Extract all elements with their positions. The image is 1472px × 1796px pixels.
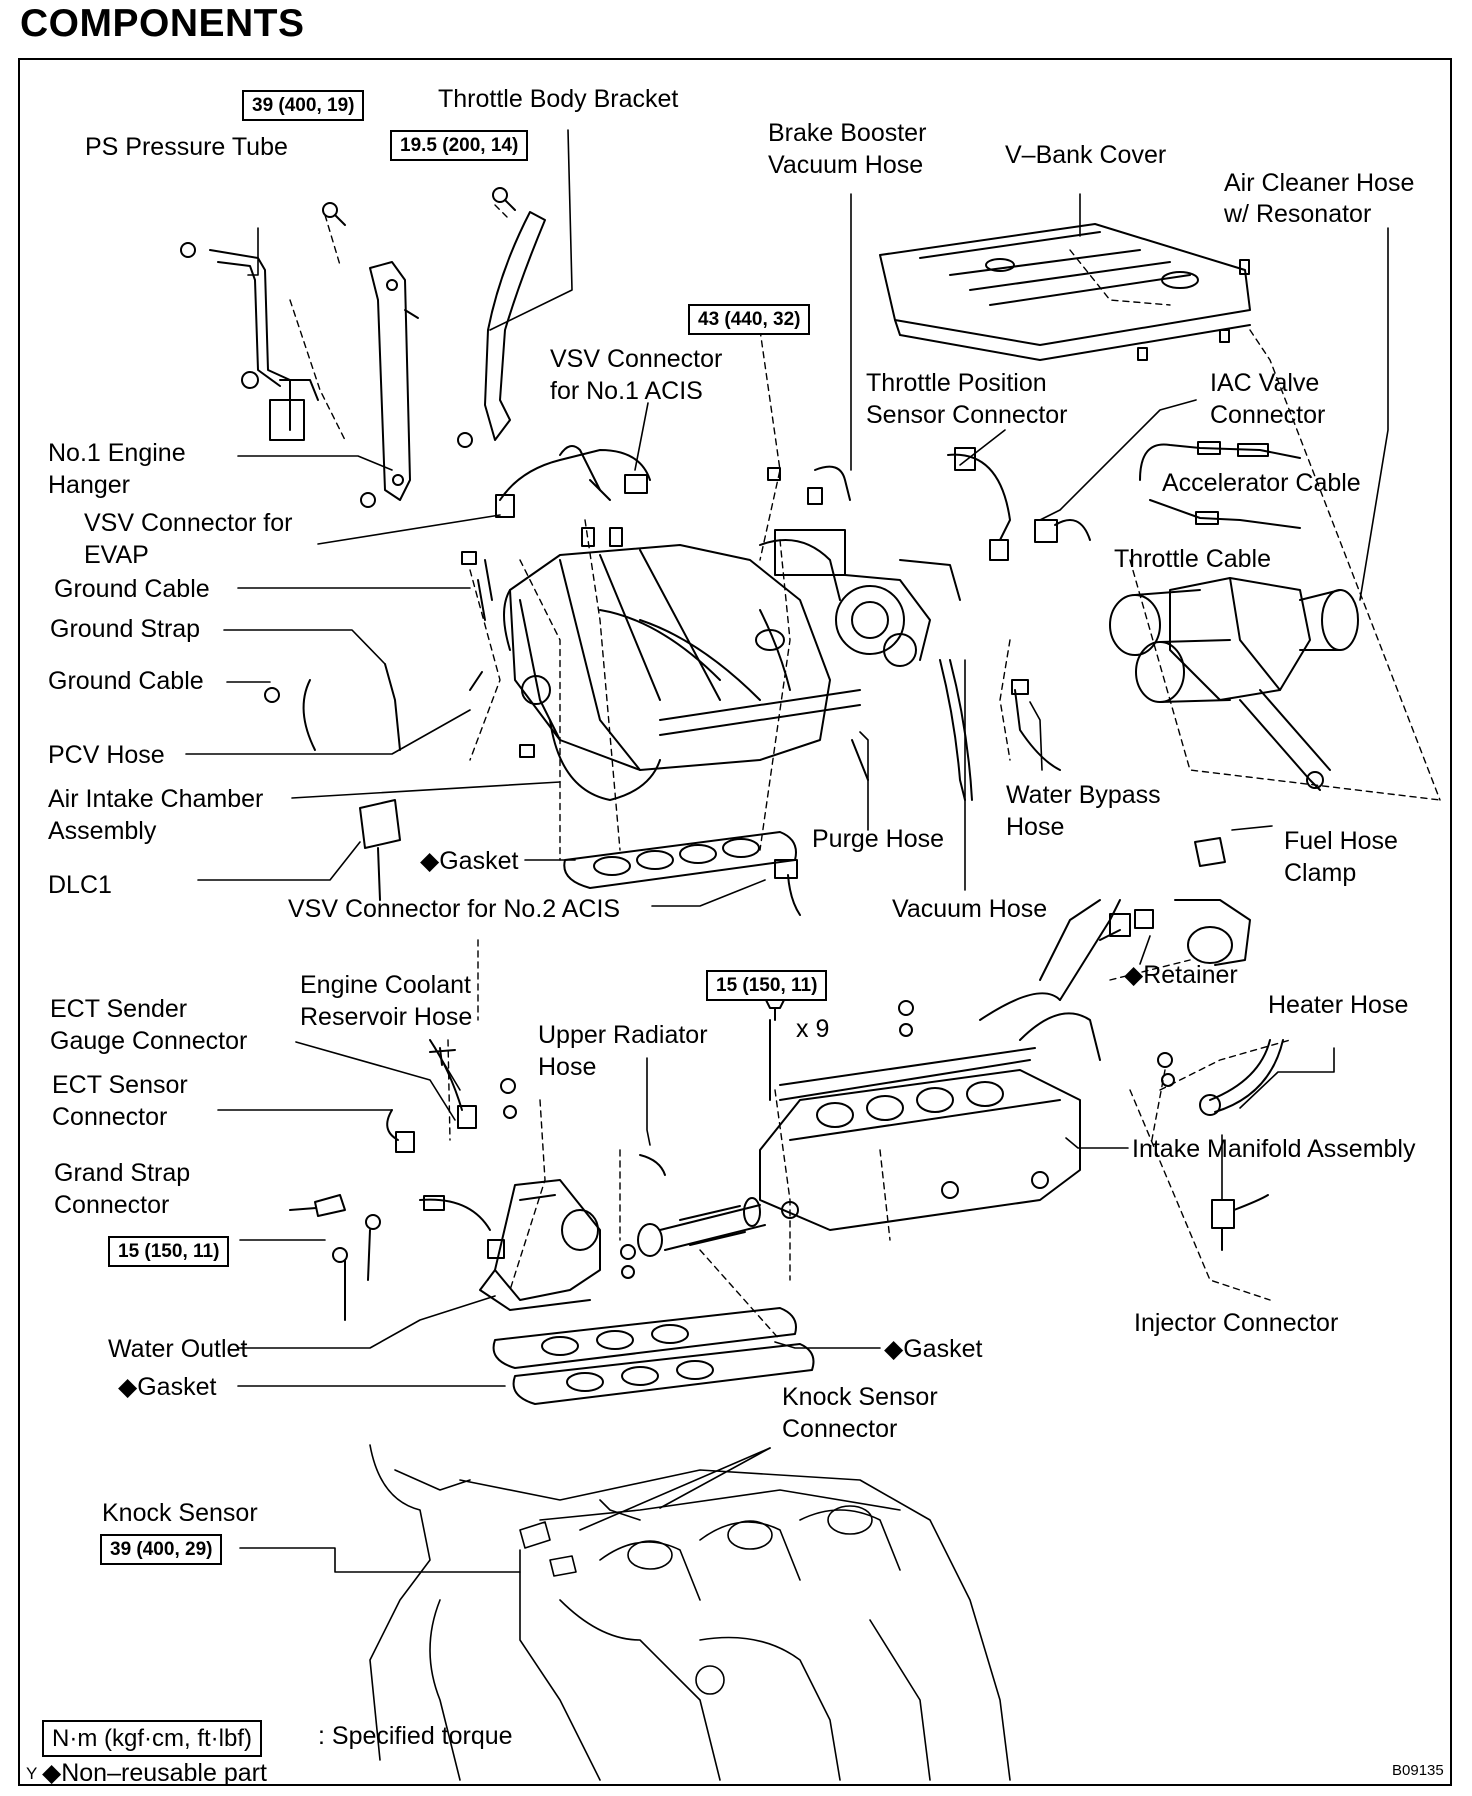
- label-no1-engine-hanger-1: No.1 Engine: [48, 439, 186, 467]
- figure-code: B09135: [1392, 1762, 1444, 1779]
- label-ps-pressure-tube: PS Pressure Tube: [85, 133, 288, 161]
- label-air-cleaner-hose-1: Air Cleaner Hose: [1224, 169, 1415, 197]
- ground-parts-drawing: [264, 579, 486, 751]
- label-ground-cable-top: Ground Cable: [54, 575, 210, 603]
- label-v-bank-cover: V–Bank Cover: [1005, 141, 1167, 169]
- bolts-lower-drawing: [332, 1000, 1175, 1321]
- label-throttle-cable: Throttle Cable: [1114, 545, 1272, 573]
- torque-box-water-outlet: 15 (150, 11): [108, 1236, 230, 1267]
- label-ect-sensor-1: ECT Sensor: [52, 1071, 188, 1099]
- engine-hanger-drawing: [322, 202, 419, 508]
- label-ground-cable-lower: Ground Cable: [48, 667, 204, 695]
- label-vacuum-hose: Vacuum Hose: [892, 895, 1048, 923]
- label-gasket-left: ◆Gasket: [118, 1373, 217, 1401]
- label-coolant-reservoir-2: Reservoir Hose: [300, 1003, 473, 1031]
- label-retainer: ◆Retainer: [1124, 961, 1238, 989]
- label-vsv-no1-acis-1: VSV Connector: [550, 345, 723, 373]
- label-tps-connector-2: Sensor Connector: [866, 401, 1068, 429]
- label-accelerator-cable: Accelerator Cable: [1162, 469, 1361, 497]
- label-knock-sensor: Knock Sensor: [102, 1499, 258, 1527]
- label-ect-sensor-2: Connector: [52, 1103, 168, 1131]
- legend-unit-box: N·m (kgf·cm, ft·lbf): [42, 1720, 262, 1757]
- label-vsv-no2-acis: VSV Connector for No.2 ACIS: [288, 895, 621, 923]
- dashed-assembly-lines: [289, 204, 1441, 1341]
- label-tps-connector-1: Throttle Position: [866, 369, 1047, 397]
- label-ground-strap: Ground Strap: [50, 615, 201, 643]
- label-iac-valve-1: IAC Valve: [1210, 369, 1320, 397]
- legend-non-reusable: ◆Non–reusable part: [42, 1759, 267, 1787]
- heater-hose-drawing: [1199, 1039, 1284, 1116]
- label-brake-booster-2: Vacuum Hose: [768, 151, 924, 179]
- leader-lines: [185, 129, 1389, 1573]
- label-vsv-no1-acis-2: for No.1 ACIS: [550, 377, 703, 405]
- ect-connectors-drawing: [289, 1039, 491, 1231]
- upper-wiring-drawing: [461, 445, 1091, 801]
- label-fuel-hose-clamp-2: Clamp: [1284, 859, 1357, 887]
- label-water-outlet: Water Outlet: [108, 1335, 248, 1363]
- label-gasket-upper: ◆Gasket: [420, 847, 519, 875]
- hoses-center-drawing: [774, 659, 1061, 916]
- label-air-intake-chamber-1: Air Intake Chamber: [48, 785, 264, 813]
- torque-box-throttle-bracket: 19.5 (200, 14): [390, 130, 529, 161]
- label-upper-radiator-hose-2: Hose: [538, 1053, 597, 1081]
- diagram-frame: [18, 58, 1452, 1786]
- label-knock-sensor-connector-1: Knock Sensor: [782, 1383, 938, 1411]
- label-water-bypass-1: Water Bypass: [1006, 781, 1161, 809]
- intake-manifold-drawing: [759, 899, 1131, 1231]
- label-injector-connector: Injector Connector: [1134, 1309, 1339, 1337]
- label-gasket-right: ◆Gasket: [884, 1335, 983, 1363]
- label-brake-booster-1: Brake Booster: [768, 119, 927, 147]
- injector-connector-drawing: [1211, 1194, 1269, 1251]
- water-outlet-drawing: [479, 1179, 601, 1311]
- air-cleaner-resonator-drawing: [1109, 577, 1359, 791]
- label-coolant-reservoir-1: Engine Coolant: [300, 971, 471, 999]
- v-bank-cover-drawing: [879, 223, 1251, 361]
- throttle-body-drawing: [755, 529, 961, 691]
- torque-box-knock-sensor: 39 (400, 29): [100, 1534, 223, 1565]
- label-vsv-evap-1: VSV Connector for: [84, 509, 293, 537]
- label-intake-manifold: Intake Manifold Assembly: [1132, 1135, 1416, 1163]
- label-grand-strap-2: Connector: [54, 1191, 170, 1219]
- label-pcv-hose: PCV Hose: [48, 741, 165, 769]
- label-heater-hose: Heater Hose: [1268, 991, 1409, 1019]
- label-ect-sender-1: ECT Sender: [50, 995, 188, 1023]
- label-air-intake-chamber-2: Assembly: [48, 817, 157, 845]
- throttle-body-bracket-drawing: [457, 187, 546, 448]
- page-title: COMPONENTS: [20, 2, 305, 45]
- label-purge-hose: Purge Hose: [812, 825, 945, 853]
- label-fuel-hose-clamp-1: Fuel Hose: [1284, 827, 1398, 855]
- lower-gaskets-drawing: [492, 1307, 815, 1405]
- label-grand-strap-1: Grand Strap: [54, 1159, 191, 1187]
- upper-radiator-hose-drawing: [637, 1154, 766, 1257]
- label-upper-radiator-hose-1: Upper Radiator: [538, 1021, 708, 1049]
- ps-pressure-tube-drawing: [180, 242, 319, 441]
- label-iac-valve-2: Connector: [1210, 401, 1326, 429]
- label-no1-engine-hanger-2: Hanger: [48, 471, 130, 499]
- legend-specified-torque: : Specified torque: [318, 1722, 513, 1750]
- accelerator-cable-drawing: [1139, 441, 1301, 529]
- corner-mark: Y: [26, 1764, 38, 1783]
- torque-box-intake-chamber: 43 (440, 32): [688, 304, 811, 335]
- label-ect-sender-2: Gauge Connector: [50, 1027, 248, 1055]
- fuel-hose-clamp-drawing: [1099, 837, 1251, 966]
- label-water-bypass-2: Hose: [1006, 813, 1065, 841]
- label-air-cleaner-hose-2: w/ Resonator: [1224, 200, 1372, 228]
- dlc1-drawing: [359, 799, 401, 901]
- label-knock-sensor-connector-2: Connector: [782, 1415, 898, 1443]
- label-vsv-evap-2: EVAP: [84, 541, 149, 569]
- label-dlc1: DLC1: [48, 871, 112, 899]
- torque-box-ps-tube: 39 (400, 19): [242, 90, 365, 121]
- label-throttle-body-bracket: Throttle Body Bracket: [438, 85, 679, 113]
- torque-box-intake-manifold: 15 (150, 11): [706, 970, 828, 1001]
- engine-block-drawing: [369, 1444, 1011, 1781]
- label-bolt-quantity: x 9: [796, 1015, 830, 1043]
